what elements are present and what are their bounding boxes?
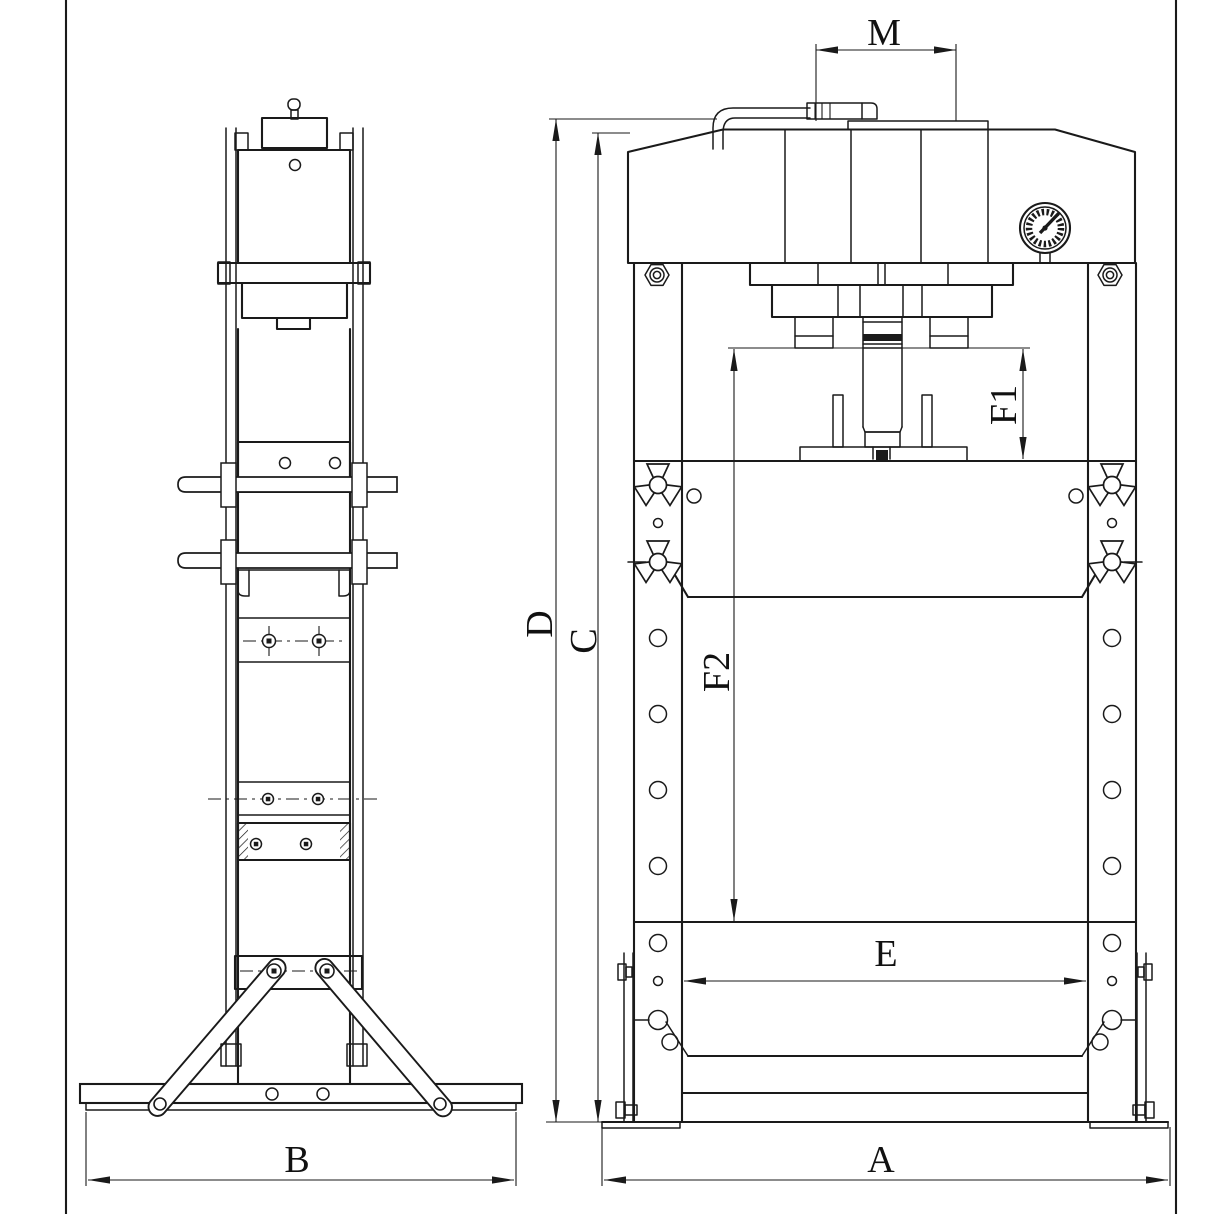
side-plate-feet: [220, 1043, 368, 1067]
column-holes-right: [1091, 628, 1137, 1051]
head-top-plate: [847, 120, 989, 131]
side-beam: [177, 440, 398, 597]
wing-pin-icon: [633, 463, 683, 507]
cylinder-stack: [748, 261, 1015, 349]
dimension-f2: F2: [696, 349, 738, 921]
hex-bolt-icon: [1097, 263, 1123, 287]
front-bed: [632, 920, 1138, 1058]
side-base: [78, 1082, 524, 1111]
side-clamp-block: [236, 821, 352, 862]
hydraulic-hose: [712, 102, 878, 150]
side-frame-plates: [225, 127, 364, 1067]
dimension-b: B: [85, 1112, 517, 1186]
wing-pin-icon: [1087, 463, 1137, 507]
dimension-label-a: A: [867, 1139, 895, 1181]
dimension-a: A: [601, 1127, 1171, 1186]
column-holes-left: [633, 628, 679, 1051]
dimension-m: M: [815, 12, 957, 121]
dimension-c: C: [563, 132, 630, 1122]
side-head: [236, 148, 352, 265]
ram-piston: [862, 316, 903, 461]
front-columns: [632, 261, 1138, 1124]
pin-clamp: [351, 539, 368, 585]
dimension-label-b: B: [284, 1139, 309, 1181]
dimension-label-e: E: [874, 933, 897, 975]
dimension-label-c: C: [563, 628, 605, 653]
dimension-label-m: M: [867, 12, 901, 54]
dimension-label-f2: F2: [696, 652, 738, 692]
dimension-label-d: D: [519, 610, 561, 637]
pin-clamp: [220, 539, 237, 585]
side-cylinder-assembly: [216, 261, 372, 331]
pressure-gauge-icon: [1018, 201, 1072, 264]
front-base: [600, 952, 1170, 1129]
pump-block: [260, 116, 329, 150]
pin-clamp: [351, 462, 368, 508]
side-view: [78, 98, 524, 1118]
side-braces: [147, 958, 453, 1118]
pin-clamp: [220, 462, 237, 508]
side-band-lower: [208, 781, 380, 816]
side-band-upper: [237, 617, 351, 663]
dimensions: M D C F1 F2 E: [85, 12, 1171, 1186]
front-beam: [627, 459, 1143, 599]
release-knob: [287, 98, 301, 120]
dimension-e: E: [684, 933, 1086, 985]
hex-bolt-icon: [644, 263, 670, 287]
hose-elbow-icon: [861, 102, 878, 120]
dimension-d: D: [519, 118, 717, 1123]
dimension-f1: F1: [983, 349, 1027, 459]
dimension-label-f1: F1: [983, 385, 1025, 425]
sheet-border: [64, 0, 1178, 1214]
front-view: [600, 102, 1170, 1129]
